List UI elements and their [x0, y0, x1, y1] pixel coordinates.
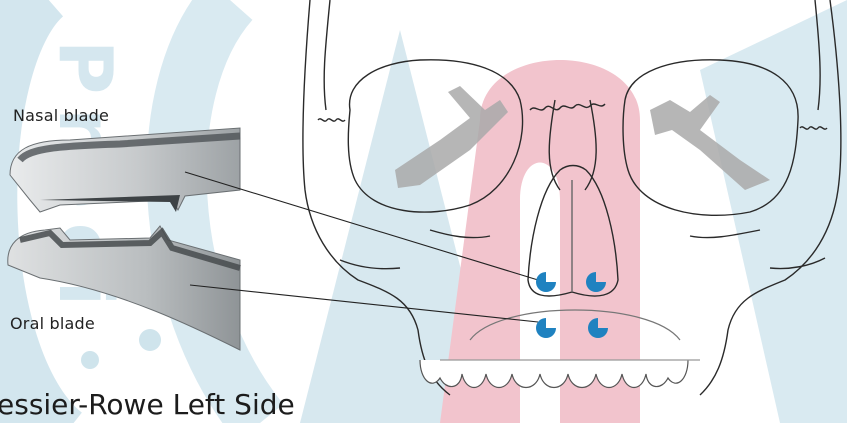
- nasal-blade-label: Nasal blade: [13, 106, 109, 125]
- figure-title: essier-Rowe Left Side: [0, 388, 295, 421]
- oral-blade-label: Oral blade: [10, 314, 95, 333]
- oral-marker-left: [536, 318, 556, 338]
- nasal-marker-left: [536, 272, 556, 292]
- watermark-blue-arc-2: [177, 0, 260, 423]
